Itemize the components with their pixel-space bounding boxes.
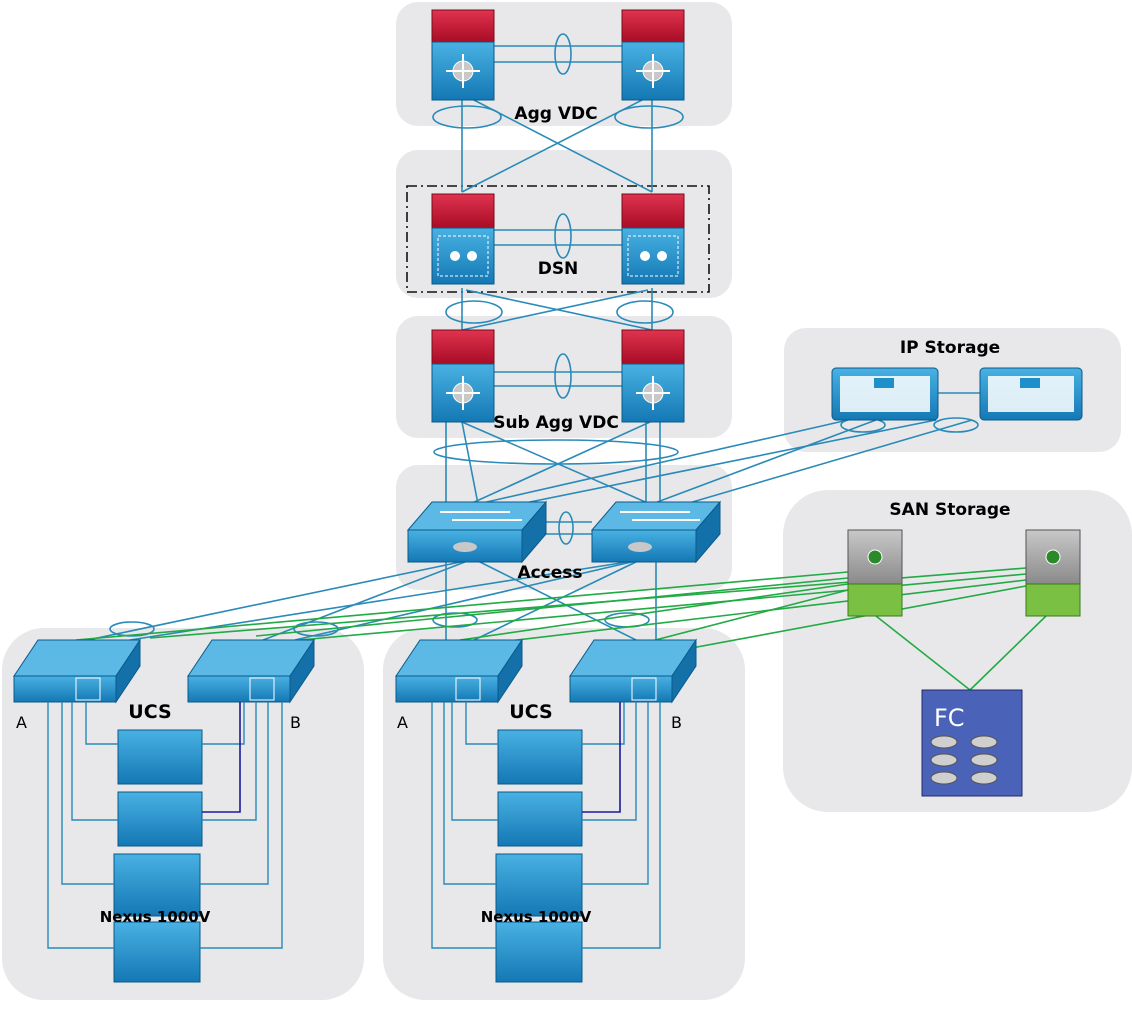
subagg-switch-right[interactable] <box>621 329 685 423</box>
dsn-switch-left[interactable] <box>431 193 495 285</box>
ucs-left-fabric-a[interactable] <box>13 638 141 704</box>
label-nexus-right: Nexus 1000V <box>481 908 592 926</box>
label-fabric-a-right: A <box>397 713 408 732</box>
san-mds-switch-left[interactable] <box>847 529 903 617</box>
ucs-left-cabling <box>47 702 283 949</box>
fc-storage-array[interactable] <box>921 689 1023 797</box>
ucs-right-chassis[interactable] <box>495 729 583 983</box>
label-ucs-right: UCS <box>509 701 552 723</box>
ucs-right-fabric-a[interactable] <box>395 638 523 704</box>
ucs-left-uplink-navy <box>202 702 241 813</box>
label-fabric-b-left: B <box>290 713 301 732</box>
dsn-service-boundary <box>406 185 710 293</box>
label-ucs-left: UCS <box>128 701 171 723</box>
dsn-switch-right[interactable] <box>621 193 685 285</box>
zone-ip-storage <box>784 328 1121 452</box>
ucs-left-chassis[interactable] <box>113 729 203 983</box>
ip-storage-array-right[interactable] <box>979 367 1083 421</box>
ip-storage-array-left[interactable] <box>831 367 939 421</box>
label-ip-storage: IP Storage <box>900 338 1000 358</box>
label-fabric-b-right: B <box>671 713 682 732</box>
ucs-right-cabling <box>431 702 661 949</box>
san-mds-switch-right[interactable] <box>1025 529 1081 617</box>
label-nexus-left: Nexus 1000V <box>100 908 211 926</box>
links-blue <box>77 33 980 643</box>
ucs-right-uplink-navy <box>582 702 621 813</box>
label-fabric-a-left: A <box>16 713 27 732</box>
ucs-left-fabric-b[interactable] <box>187 638 315 704</box>
access-switch-right[interactable] <box>590 500 722 564</box>
label-agg-vdc: Agg VDC <box>514 104 597 124</box>
fc-label: FC <box>934 704 965 732</box>
subagg-switch-left[interactable] <box>431 329 495 423</box>
agg-switch-left[interactable] <box>431 9 495 101</box>
label-access: Access <box>517 563 582 583</box>
agg-switch-right[interactable] <box>621 9 685 101</box>
label-sub-agg-vdc: Sub Agg VDC <box>493 413 619 433</box>
label-san-storage: SAN Storage <box>889 500 1010 520</box>
ucs-right-fabric-b[interactable] <box>569 638 697 704</box>
access-switch-left[interactable] <box>406 500 548 564</box>
label-dsn: DSN <box>538 259 579 279</box>
